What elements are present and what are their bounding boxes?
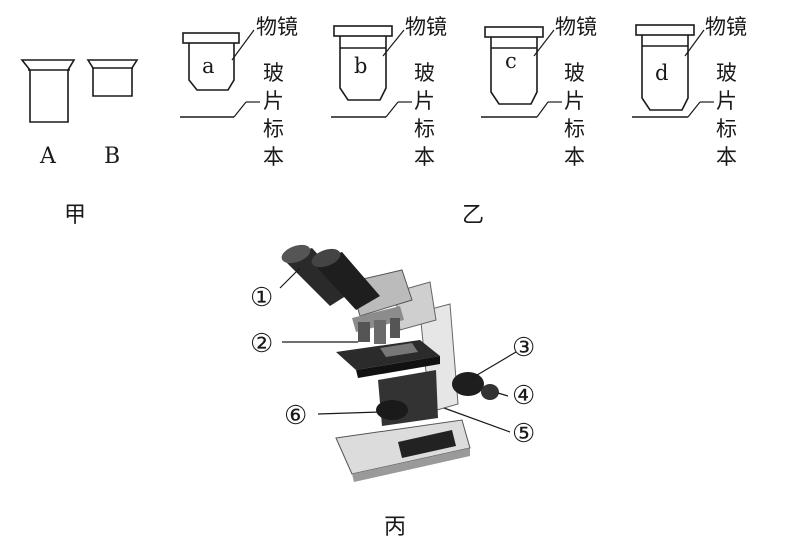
part-label-2: ② [250, 329, 273, 359]
leader-part-3 [471, 351, 517, 379]
svg-text:标: 标 [263, 117, 284, 141]
svg-text:片: 片 [564, 89, 585, 113]
objective-c-letter: c [505, 49, 517, 73]
panel-jia: A B 甲 [20, 59, 139, 228]
part-label-5: ⑤ [512, 419, 535, 449]
objective-a-body [188, 43, 235, 91]
eyepiece-b-shape [86, 59, 139, 97]
objective-c-body [490, 37, 538, 105]
eyepiece-a: A [20, 59, 76, 169]
objective-a-letter: a [202, 54, 215, 78]
objective-d-letter: d [655, 61, 668, 85]
svg-text:标: 标 [564, 117, 585, 141]
panel-yi: a 物镜 玻 片 标 本 b 物镜 玻 片 标 本 [180, 15, 747, 228]
leader-part-4 [497, 392, 509, 397]
part-label-4: ④ [512, 381, 535, 411]
objective-b-label: 物镜 [405, 15, 447, 39]
objective-b-leader [382, 29, 405, 57]
objective-lens-1 [358, 322, 370, 342]
objective-d-label: 物镜 [705, 15, 747, 39]
objective-c: c 物镜 玻 片 标 本 [481, 15, 597, 169]
objective-lens-2 [374, 320, 386, 344]
eyepiece-tube-2 [312, 252, 380, 310]
caption-jia: 甲 [64, 203, 86, 228]
objective-a-label: 物镜 [256, 15, 298, 39]
leader-part-1 [279, 267, 301, 289]
svg-text:标: 标 [414, 117, 435, 141]
svg-text:本: 本 [414, 145, 435, 169]
svg-text:玻: 玻 [414, 61, 435, 85]
objective-d-leader [684, 29, 705, 57]
objective-d-body [641, 35, 689, 111]
svg-text:本: 本 [716, 145, 737, 169]
eyepiece-a-letter: A [39, 144, 57, 169]
svg-text:玻: 玻 [564, 61, 585, 85]
eyepiece-tube-1 [282, 248, 352, 306]
part-label-1: ① [250, 283, 273, 313]
leader-part-5 [443, 407, 511, 433]
microscope-illustration [281, 244, 499, 482]
objective-b-body [339, 36, 387, 101]
objective-lens-3 [390, 318, 400, 338]
eyepiece-b-letter: B [104, 144, 120, 169]
svg-text:玻: 玻 [716, 61, 737, 85]
slide-on-stage [380, 343, 418, 357]
part-label-6: ⑥ [284, 401, 307, 431]
objective-a: a 物镜 玻 片 标 本 [180, 15, 298, 169]
objective-d: d 物镜 玻 片 标 本 [632, 15, 747, 169]
svg-text:本: 本 [263, 145, 284, 169]
light-switch-panel [398, 430, 456, 458]
svg-text:片: 片 [263, 89, 284, 113]
objective-c-leader [533, 29, 555, 57]
light-source [376, 400, 408, 420]
svg-text:片: 片 [414, 89, 435, 113]
svg-text:玻: 玻 [263, 61, 284, 85]
coarse-focus-knob [452, 372, 484, 396]
svg-text:片: 片 [716, 89, 737, 113]
objective-b-letter: b [354, 54, 367, 78]
leader-part-6 [317, 411, 381, 415]
svg-text:标: 标 [716, 117, 737, 141]
objective-c-label: 物镜 [555, 15, 597, 39]
caption-yi: 乙 [462, 203, 484, 228]
svg-text:本: 本 [564, 145, 585, 169]
panel-bing: ① ② ③ ④ ⑤ ⑥ 丙 [250, 244, 535, 540]
objective-b: b 物镜 玻 片 标 本 [331, 15, 447, 169]
eyepiece-b: B [86, 59, 139, 169]
caption-bing: 丙 [384, 515, 406, 540]
objective-a-leader [231, 29, 255, 61]
fine-focus-knob [481, 384, 499, 400]
part-label-3: ③ [512, 333, 535, 363]
